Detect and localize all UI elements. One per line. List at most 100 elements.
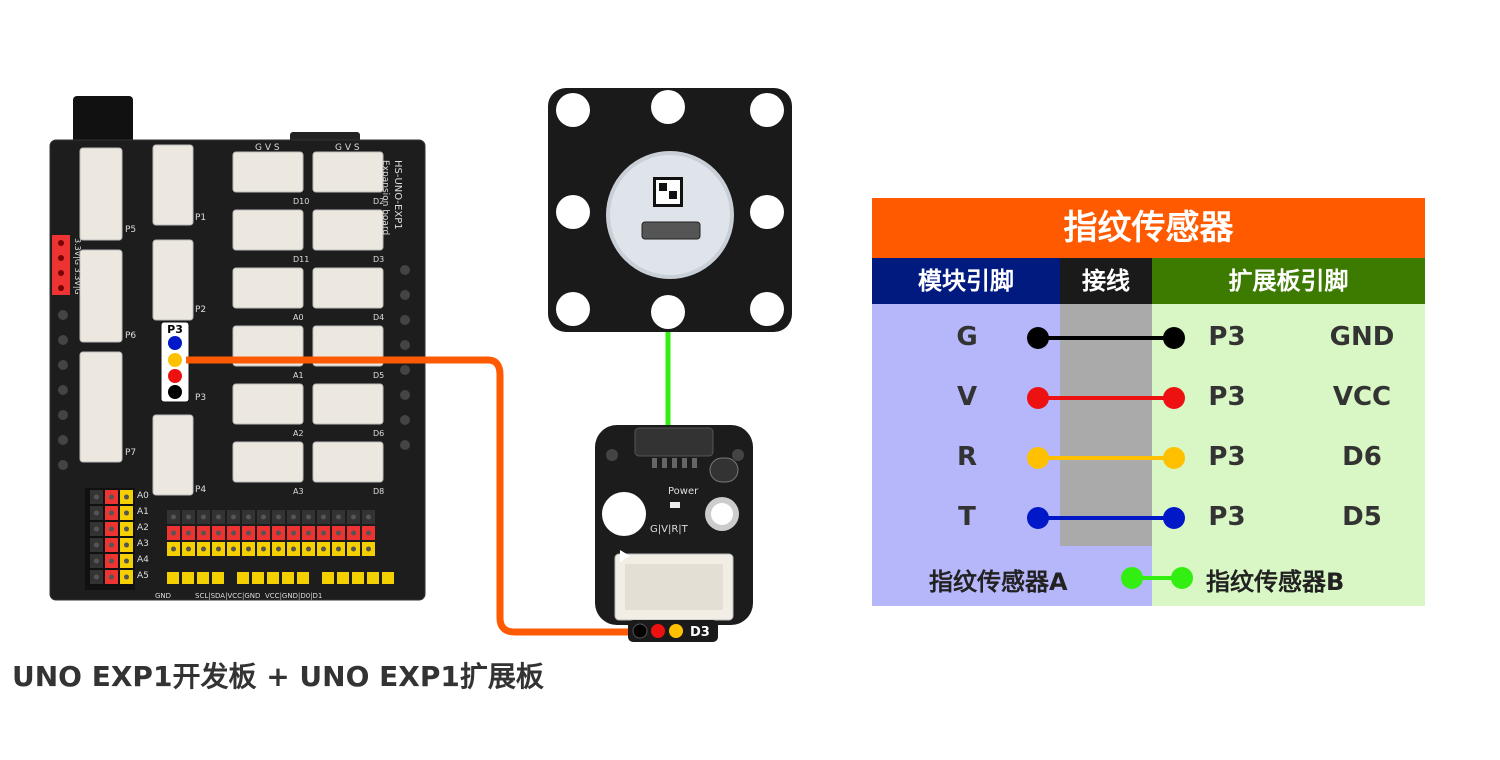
wire-end-right: [1163, 447, 1185, 469]
header-pin-hole: [124, 542, 129, 548]
wire-end-left: [1027, 387, 1049, 409]
header-pin-hole: [351, 530, 356, 536]
bottom-header-pin: [197, 572, 209, 584]
header-pin-hole: [276, 546, 281, 552]
header-pin-hole: [171, 546, 176, 552]
side-header-label: 3.3V|G 3.3V|G: [73, 238, 82, 295]
header-pin-hole: [109, 510, 114, 516]
header-pin-hole: [201, 530, 206, 536]
header-pin-hole: [291, 530, 296, 536]
module-pin-t: T: [958, 502, 976, 532]
header-pin-hole: [261, 530, 266, 536]
module-pin-g: G: [956, 322, 978, 352]
header-pin-hole: [321, 546, 326, 552]
bottom-header-pin: [282, 572, 294, 584]
gvs-label-1: G V S: [255, 143, 280, 153]
connector-label: D3: [373, 255, 384, 264]
cable-path: [186, 356, 640, 636]
header-pin-hole: [171, 530, 176, 536]
bottom-label: GND: [155, 592, 171, 600]
header-pin-hole: [231, 546, 236, 552]
pin-row-label: A0: [137, 491, 149, 501]
header-pin-hole: [124, 510, 129, 516]
header-pin-hole: [276, 514, 281, 520]
header-pin-hole: [336, 530, 341, 536]
footer-sensor-a: 指纹传感器A: [929, 568, 1068, 596]
wiring-column-bg: [1060, 304, 1152, 546]
footer-link-end-right: [1171, 567, 1193, 589]
sensor-adapter-board: Power G|V|R|T D3: [595, 425, 753, 642]
header-pin-hole: [124, 558, 129, 564]
connector-label: D6: [373, 429, 384, 438]
bottom-header-pin: [297, 572, 309, 584]
board-pin-gnd: GND: [1329, 322, 1395, 352]
header-pin-hole: [261, 546, 266, 552]
board-port-1: P3: [1208, 322, 1246, 352]
header-pin-hole: [366, 514, 371, 520]
connector-label: A2: [293, 429, 304, 438]
header-pin-hole: [306, 530, 311, 536]
header-pin-hole: [201, 514, 206, 520]
board-port-4: P3: [1208, 502, 1246, 532]
connector-label: A3: [293, 487, 304, 496]
header-pin-hole: [124, 574, 129, 580]
port-name: P7: [125, 448, 136, 458]
connector-label: A0: [293, 313, 304, 322]
pin-row-label: A4: [137, 555, 149, 565]
expansion-board: P3 HS-UNO-EXP1 Expansion board G V S G V…: [49, 96, 426, 601]
bottom-header-pin: [322, 572, 334, 584]
wiring-table: 指纹传感器 模块引脚 接线 扩展板引脚 G P3 GND V P3 VCC R …: [872, 198, 1425, 606]
header-wiring: 接线: [1060, 258, 1152, 304]
header-pin-hole: [246, 546, 251, 552]
port-name: P3: [195, 393, 206, 403]
pin-label: G|V|R|T: [650, 524, 689, 535]
wire-end-left: [1027, 327, 1049, 349]
header-pin-hole: [216, 530, 221, 536]
header-pin-hole: [246, 514, 251, 520]
header-pin-hole: [201, 546, 206, 552]
wire-end-right: [1163, 507, 1185, 529]
fingerprint-sensor-head: [548, 88, 792, 332]
bottom-header-pin: [382, 572, 394, 584]
bottom-header-pin: [367, 572, 379, 584]
connector-label: A1: [293, 371, 304, 380]
header-pin-hole: [321, 514, 326, 520]
header-pin-hole: [216, 514, 221, 520]
module-pin-r: R: [956, 442, 978, 472]
header-pin-hole: [351, 514, 356, 520]
port-name: P6: [125, 331, 136, 341]
bottom-header-pin: [167, 572, 179, 584]
header-pin-hole: [186, 514, 191, 520]
connector-label: D2: [373, 197, 384, 206]
header-pin-hole: [109, 542, 114, 548]
header-pin-hole: [124, 494, 129, 500]
board-port-2: P3: [1208, 382, 1246, 412]
connector-label: D5: [373, 371, 384, 380]
bottom-label: VCC|GND|D0|D1: [265, 592, 322, 600]
header-pin-hole: [171, 514, 176, 520]
header-pin-hole: [231, 514, 236, 520]
header-pin-hole: [246, 530, 251, 536]
board-name: HS-UNO-EXP1: [392, 160, 403, 230]
port-p3-label: P3: [167, 323, 183, 336]
header-pin-hole: [109, 558, 114, 564]
pin-row-label: A2: [137, 523, 149, 533]
header-pin-hole: [291, 514, 296, 520]
connector-label: D4: [373, 313, 384, 322]
header-pin-hole: [94, 558, 99, 564]
port-name: P5: [125, 225, 136, 235]
wire-end-right: [1163, 387, 1185, 409]
board-subtitle: Expansion board: [380, 160, 390, 235]
header-pin-hole: [94, 510, 99, 516]
board-pin-d5: D5: [1342, 502, 1382, 532]
header-pin-hole: [276, 530, 281, 536]
connector-label: D10: [293, 197, 309, 206]
wire-end-left: [1027, 447, 1049, 469]
header-pin-hole: [186, 530, 191, 536]
wire-end-right: [1163, 327, 1185, 349]
board-pin-d6: D6: [1342, 442, 1382, 472]
bottom-header-pin: [212, 572, 224, 584]
gvs-label-2: G V S: [335, 143, 360, 153]
pin-row-label: A5: [137, 571, 149, 581]
header-pin-hole: [94, 494, 99, 500]
